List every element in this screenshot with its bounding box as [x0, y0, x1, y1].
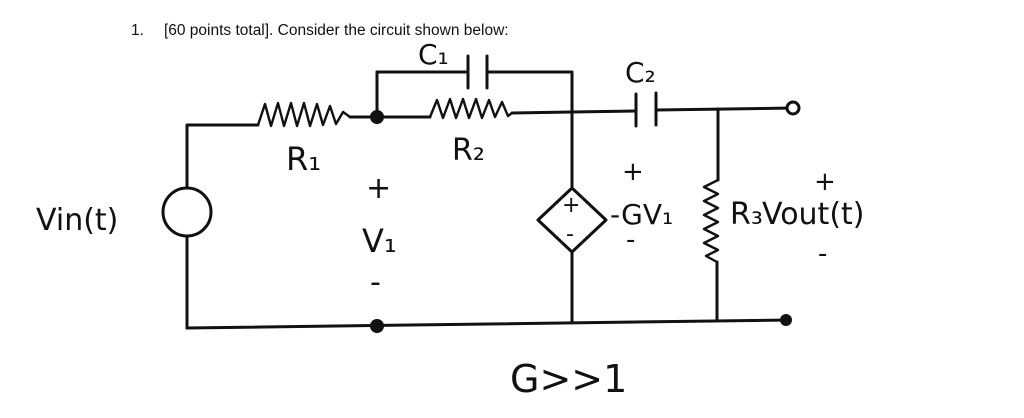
- label-v1: V₁: [362, 222, 397, 260]
- resistor-r2: [428, 97, 514, 120]
- label-source: Vin(t): [36, 203, 118, 238]
- label-r2: R₂: [452, 133, 485, 168]
- dependent-source: [536, 186, 608, 254]
- label-vout: Vout(t): [762, 197, 865, 232]
- problem-number: 1.: [131, 22, 144, 39]
- label-dep-value-plus: +: [622, 157, 644, 187]
- node-ground: [370, 319, 384, 333]
- node-v1: [370, 110, 384, 124]
- label-vout-minus: -: [818, 239, 827, 269]
- label-vout-plus: +: [814, 167, 836, 197]
- label-condition: G>>1: [510, 357, 627, 401]
- label-v1-minus: -: [370, 265, 381, 300]
- label-c1: C₁: [418, 38, 449, 71]
- label-dep-plus: +: [562, 193, 580, 218]
- output-terminal: [785, 100, 801, 116]
- capacitor-c1: [466, 54, 489, 90]
- resistor-r3: [702, 178, 720, 264]
- wire-node2-c2: [570, 109, 638, 114]
- label-r1: R₁: [286, 140, 321, 178]
- label-v1-plus: +: [366, 171, 391, 206]
- resistor-r1: [256, 101, 352, 128]
- label-dep-value-minus: -: [626, 225, 635, 255]
- wire-r2-node2: [510, 110, 574, 115]
- wire-source-top: [185, 123, 260, 190]
- wire-ground-rail: [185, 318, 792, 330]
- problem-statement: 1. [60 points total]. Consider the circui…: [131, 22, 509, 40]
- node-ground-right: [780, 314, 792, 326]
- wire-c2-output: [654, 106, 795, 112]
- circuit-wires: [185, 70, 795, 330]
- voltage-source: [161, 186, 213, 238]
- problem-text: [60 points total]. Consider the circuit …: [163, 22, 509, 39]
- label-c2: C₂: [625, 56, 656, 89]
- label-r3: R₃: [730, 197, 763, 232]
- capacitor-c2: [634, 91, 658, 128]
- label-dep-value: -GV₁: [610, 198, 673, 231]
- label-dep-minus: -: [566, 222, 574, 247]
- wire-c1-right: [485, 70, 574, 114]
- wire-c1-branch: [375, 70, 470, 119]
